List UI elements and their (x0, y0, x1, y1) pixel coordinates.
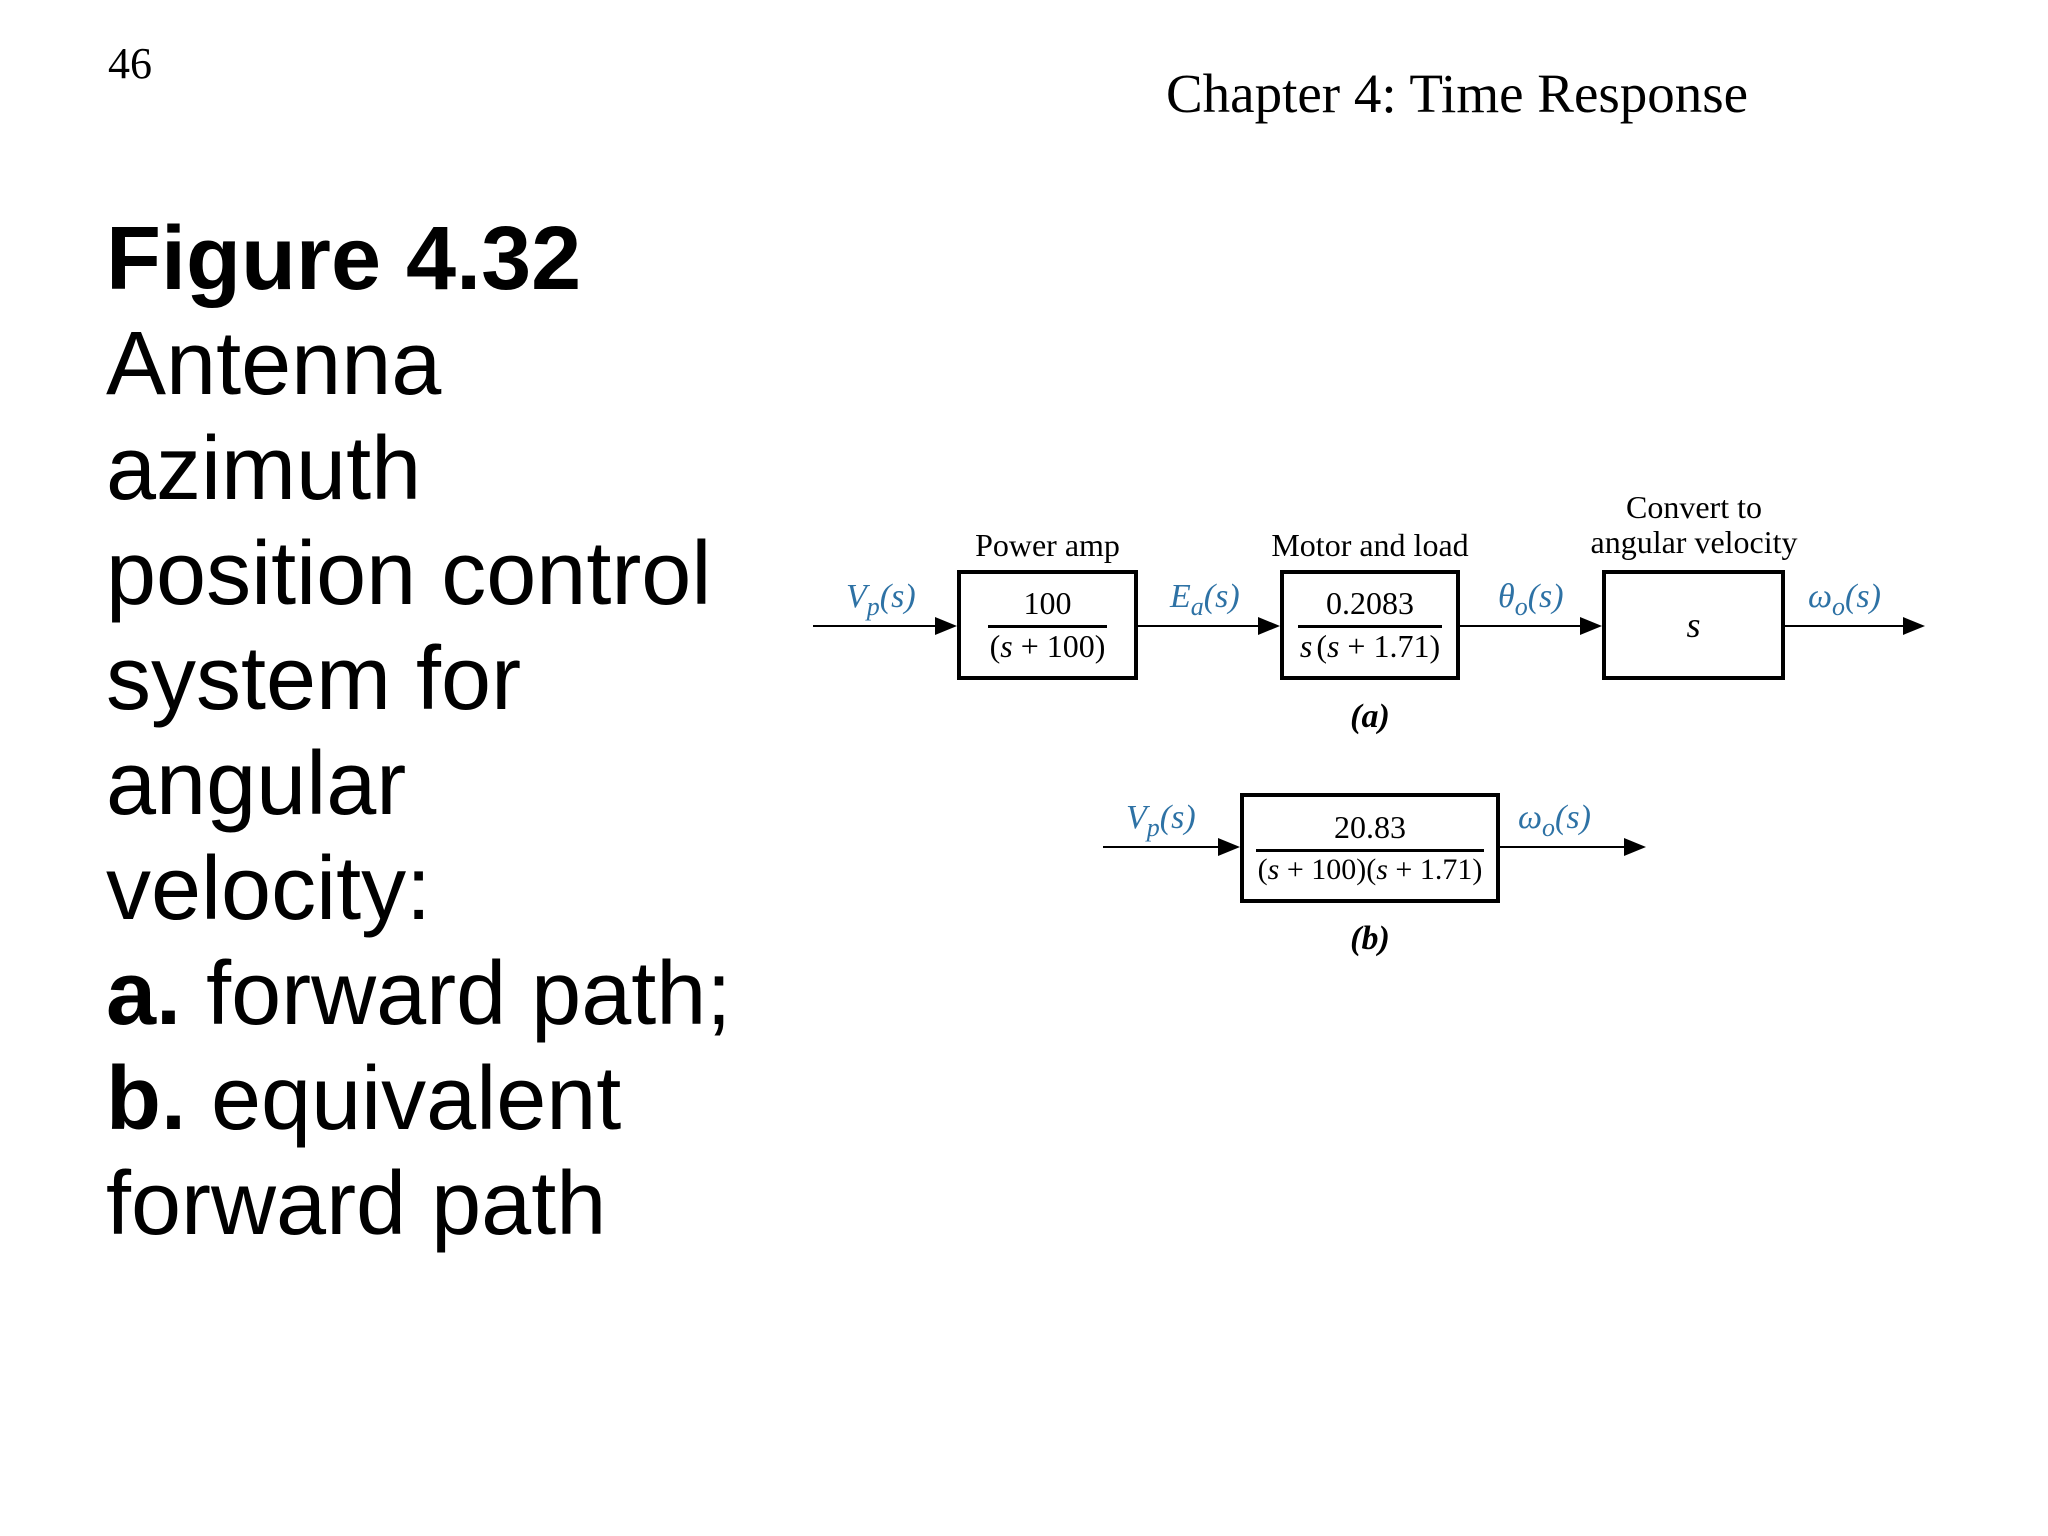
den-token: s (1299, 627, 1313, 664)
block-convert: s (1602, 570, 1785, 680)
signal-sub: o (1832, 592, 1846, 621)
tf-s: s (1686, 605, 1701, 645)
signal-base: θ (1498, 578, 1515, 615)
arrowhead-icon (1624, 838, 1646, 856)
den-token: ( (1316, 627, 1327, 664)
caption-text: forward path; (181, 944, 732, 1044)
signal-base: ω (1518, 799, 1543, 836)
tf-denominator: (s + 100)(s + 1.71) (1256, 852, 1485, 886)
arrowhead-icon (935, 617, 957, 635)
tf-denominator: (s + 100) (988, 627, 1108, 664)
power-amp-label: Power amp (975, 527, 1120, 563)
den-token: s (1000, 627, 1013, 664)
signal-omega-b: ωo(s) (1518, 799, 1591, 843)
den-token: ( (989, 627, 1001, 664)
convert-label: Convert to angular velocity (1544, 490, 1844, 560)
signal-theta-o: θo(s) (1498, 578, 1564, 622)
fraction-bar (1255, 848, 1485, 852)
signal-sub: p (866, 592, 880, 621)
block-equivalent: 20.83 (s + 100)(s + 1.71) (1240, 793, 1500, 903)
caption-text: position control (106, 524, 712, 624)
caption-text: Antenna (106, 314, 442, 414)
caption-line: angular (106, 732, 806, 837)
signal-ea: Ea(s) (1170, 578, 1240, 622)
arrowhead-icon (1580, 617, 1602, 635)
signal-vp-b: Vp(s) (1126, 799, 1196, 843)
tf-numerator: 0.2083 (1325, 584, 1414, 621)
den-token: s (1376, 852, 1388, 886)
output-line-b (1500, 846, 1624, 848)
den-token: s (1267, 852, 1280, 886)
caption-line: forward path (106, 1152, 806, 1257)
caption-line: b. equivalent (106, 1047, 806, 1152)
convert-label-line1: Convert to (1626, 489, 1762, 525)
signal-arg: (s) (1159, 799, 1196, 836)
output-line-a (1785, 625, 1903, 627)
signal-base: E (1170, 578, 1191, 615)
input-line-a (813, 625, 937, 627)
caption-line: a. forward path; (106, 942, 806, 1047)
block-motor-load: 0.2083 s(s + 1.71) (1280, 570, 1460, 680)
block-power-amp: 100 (s + 100) (957, 570, 1138, 680)
signal-arg: (s) (879, 578, 916, 615)
signal-base: ω (1808, 578, 1833, 615)
tf-numerator: 100 (1023, 584, 1072, 621)
chapter-title: Chapter 4: Time Response (1166, 63, 1749, 124)
arrowhead-icon (1258, 617, 1280, 635)
caption-bold: a. (106, 944, 182, 1044)
caption-line: velocity: (106, 837, 806, 942)
sublabel-a: (a) (1350, 698, 1390, 735)
caption-text: equivalent (185, 1049, 622, 1149)
den-token: + 100)( (1279, 852, 1377, 886)
signal-sub: a (1190, 592, 1204, 621)
fraction-bar (1297, 624, 1443, 628)
caption-line: azimuth (106, 417, 806, 522)
caption-line: Antenna (106, 312, 806, 417)
caption-text: azimuth (106, 419, 422, 519)
signal-base: V (1126, 799, 1147, 836)
signal-base: V (846, 578, 867, 615)
signal-arg: (s) (1555, 799, 1591, 836)
input-line-b (1103, 846, 1220, 848)
caption-line: system for (106, 627, 806, 732)
signal-arg: (s) (1203, 578, 1240, 615)
caption-bold: Figure 4.32 (106, 209, 582, 309)
caption-text: system for (106, 629, 522, 729)
caption-text: forward path (106, 1154, 607, 1254)
connector-line-a2 (1460, 625, 1582, 627)
convert-label-line2: angular velocity (1590, 524, 1798, 560)
motor-load-label: Motor and load (1271, 527, 1469, 563)
arrowhead-icon (1903, 617, 1925, 635)
signal-arg: (s) (1845, 578, 1881, 615)
fraction-bar (987, 624, 1108, 628)
signal-sub: o (1514, 592, 1528, 621)
den-token: + 1.71) (1339, 627, 1441, 664)
signal-omega-a: ωo(s) (1808, 578, 1881, 622)
caption-text: angular (106, 734, 407, 834)
den-token: + 100) (1012, 627, 1106, 664)
transfer-function-motor-load: 0.2083 s(s + 1.71) (1297, 584, 1443, 664)
page-number: 46 (108, 39, 152, 88)
arrowhead-icon (1218, 838, 1240, 856)
signal-vp-a: Vp(s) (846, 578, 916, 622)
connector-line-a1 (1138, 625, 1260, 627)
caption-text: velocity: (106, 839, 432, 939)
figure-caption: Figure 4.32 Antenna azimuth position con… (106, 207, 806, 1257)
tf-denominator: s(s + 1.71) (1298, 627, 1442, 664)
transfer-function-equivalent: 20.83 (s + 100)(s + 1.71) (1255, 808, 1485, 886)
signal-arg: (s) (1527, 578, 1564, 615)
transfer-function-power-amp: 100 (s + 100) (987, 584, 1108, 664)
sublabel-b: (b) (1350, 920, 1390, 957)
den-token: + 1.71) (1387, 852, 1483, 886)
tf-numerator: 20.83 (1333, 808, 1406, 845)
den-token: s (1326, 627, 1340, 664)
caption-line: Figure 4.32 (106, 207, 806, 312)
signal-sub: o (1542, 813, 1556, 842)
caption-line: position control (106, 522, 806, 627)
signal-sub: p (1146, 813, 1160, 842)
caption-bold: b. (106, 1049, 186, 1149)
den-token: ( (1257, 852, 1268, 886)
